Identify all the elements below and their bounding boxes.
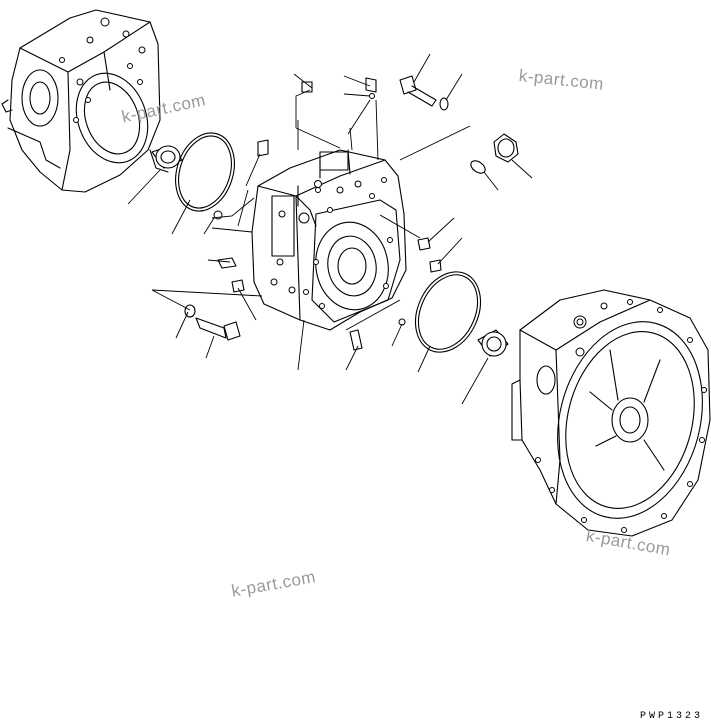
top-screws: [257, 77, 377, 188]
center-valve-body: [251, 149, 407, 331]
small-parts-lower-left: [184, 257, 363, 351]
bearing-right: [477, 329, 509, 357]
drawing-code: PWP1323: [640, 711, 704, 722]
washer-top: [439, 97, 449, 111]
o-ring-left: [175, 132, 235, 212]
bearing-left: [149, 145, 183, 173]
o-ring-right: [414, 271, 482, 353]
left-pump-case: [1, 9, 161, 193]
side-screws: [398, 237, 442, 326]
leader-lines: [127, 53, 533, 405]
plug-top-right: [470, 133, 519, 174]
right-housing: [511, 289, 711, 537]
bolt-top: [399, 75, 437, 107]
